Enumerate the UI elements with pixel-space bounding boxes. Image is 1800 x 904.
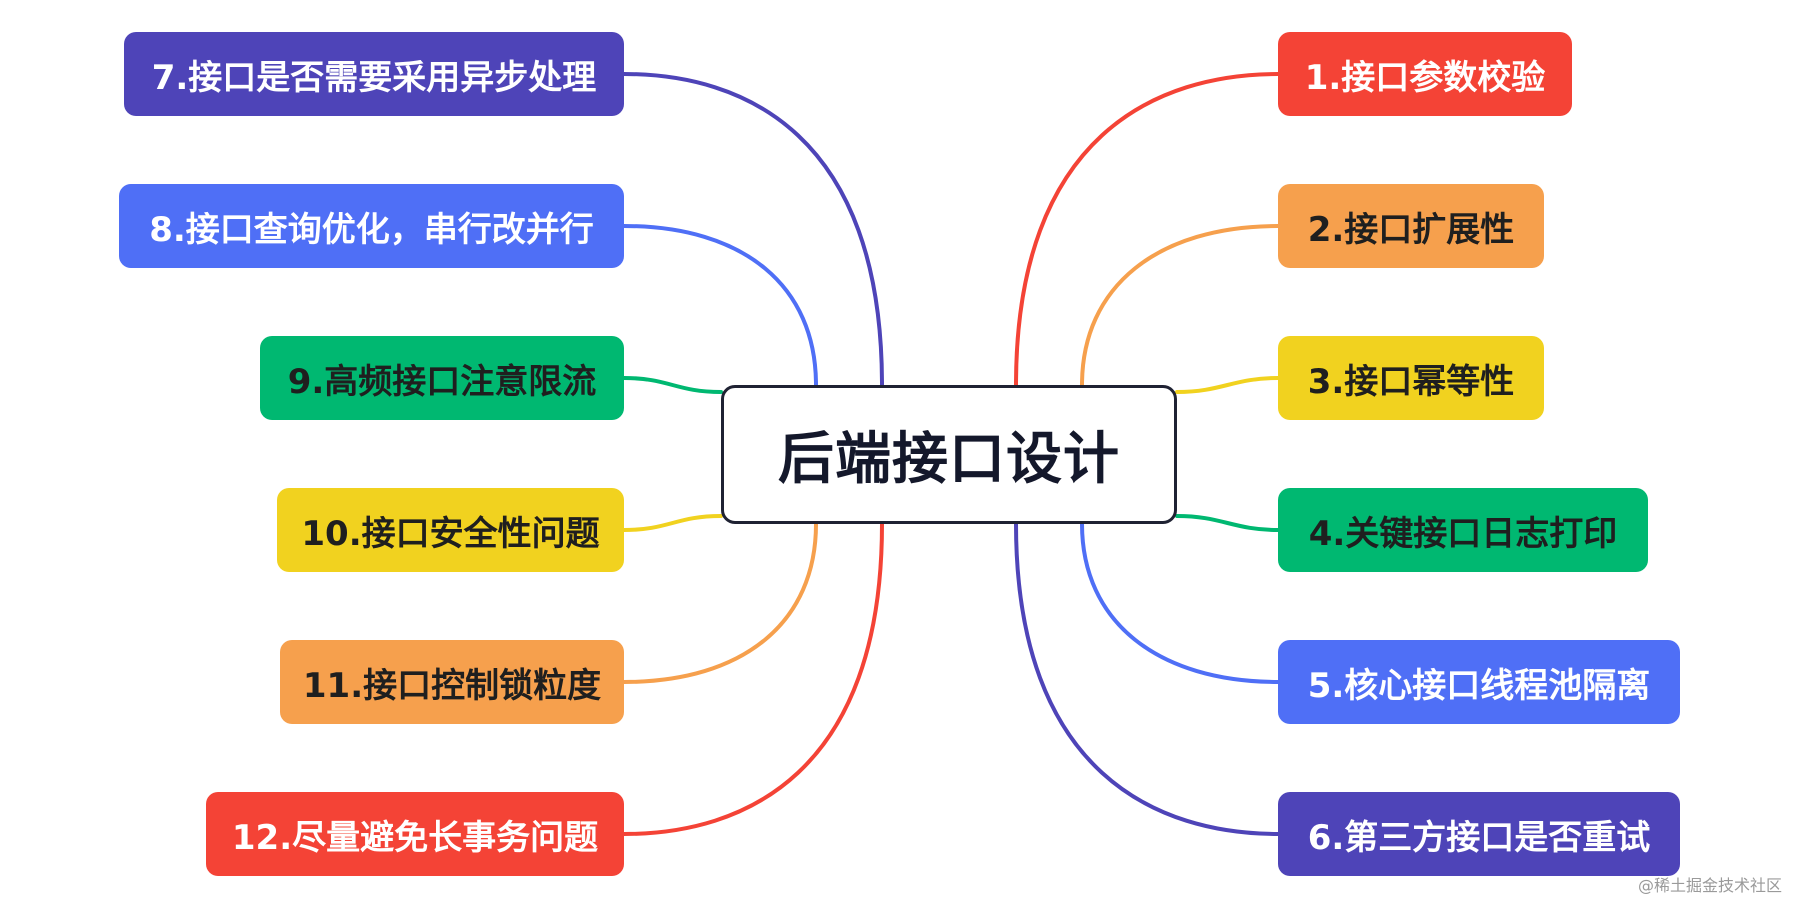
branch-node-3[interactable]: 3.接口幂等性 — [1278, 336, 1544, 420]
branch-label-11: 11.接口控制锁粒度 — [302, 665, 602, 706]
connector-3 — [1175, 376, 1280, 394]
connector-1 — [1014, 72, 1280, 387]
branch-node-7[interactable]: 7.接口是否需要采用异步处理 — [124, 32, 624, 116]
connector-9 — [622, 376, 723, 394]
branch-node-12[interactable]: 12.尽量避免长事务问题 — [206, 792, 624, 876]
connector-4 — [1175, 514, 1280, 532]
connector-10 — [622, 514, 723, 532]
branch-node-5[interactable]: 5.核心接口线程池隔离 — [1278, 640, 1680, 724]
connector-5 — [1080, 522, 1280, 684]
branch-label-4: 4.关键接口日志打印 — [1308, 513, 1618, 554]
branch-label-9: 9.高频接口注意限流 — [287, 361, 597, 402]
connector-12 — [622, 522, 884, 836]
connector-2 — [1080, 224, 1280, 387]
branch-label-1: 1.接口参数校验 — [1304, 57, 1546, 98]
branch-label-3: 3.接口幂等性 — [1307, 361, 1515, 402]
branch-label-10: 10.接口安全性问题 — [301, 513, 600, 554]
branch-label-12: 12.尽量避免长事务问题 — [231, 817, 599, 858]
connector-8 — [622, 224, 818, 387]
branch-node-10[interactable]: 10.接口安全性问题 — [277, 488, 624, 572]
branch-node-1[interactable]: 1.接口参数校验 — [1278, 32, 1572, 116]
connector-7 — [622, 72, 884, 387]
branch-node-6[interactable]: 6.第三方接口是否重试 — [1278, 792, 1680, 876]
branch-node-9[interactable]: 9.高频接口注意限流 — [260, 336, 624, 420]
center-node-label: 后端接口设计 — [778, 427, 1120, 492]
branch-node-11[interactable]: 11.接口控制锁粒度 — [280, 640, 624, 724]
branch-label-2: 2.接口扩展性 — [1307, 209, 1515, 250]
branch-label-7: 7.接口是否需要采用异步处理 — [151, 57, 597, 98]
connector-11 — [622, 522, 818, 684]
branch-node-2[interactable]: 2.接口扩展性 — [1278, 184, 1544, 268]
branch-label-8: 8.接口查询优化，串行改并行 — [149, 209, 594, 250]
connector-6 — [1014, 522, 1280, 836]
branch-node-4[interactable]: 4.关键接口日志打印 — [1278, 488, 1648, 572]
center-node[interactable]: 后端接口设计 — [721, 385, 1177, 524]
branch-node-8[interactable]: 8.接口查询优化，串行改并行 — [119, 184, 624, 268]
branch-label-5: 5.核心接口线程池隔离 — [1307, 665, 1651, 706]
watermark: @稀土掘金技术社区 — [1637, 876, 1782, 895]
branch-label-6: 6.第三方接口是否重试 — [1307, 817, 1651, 858]
